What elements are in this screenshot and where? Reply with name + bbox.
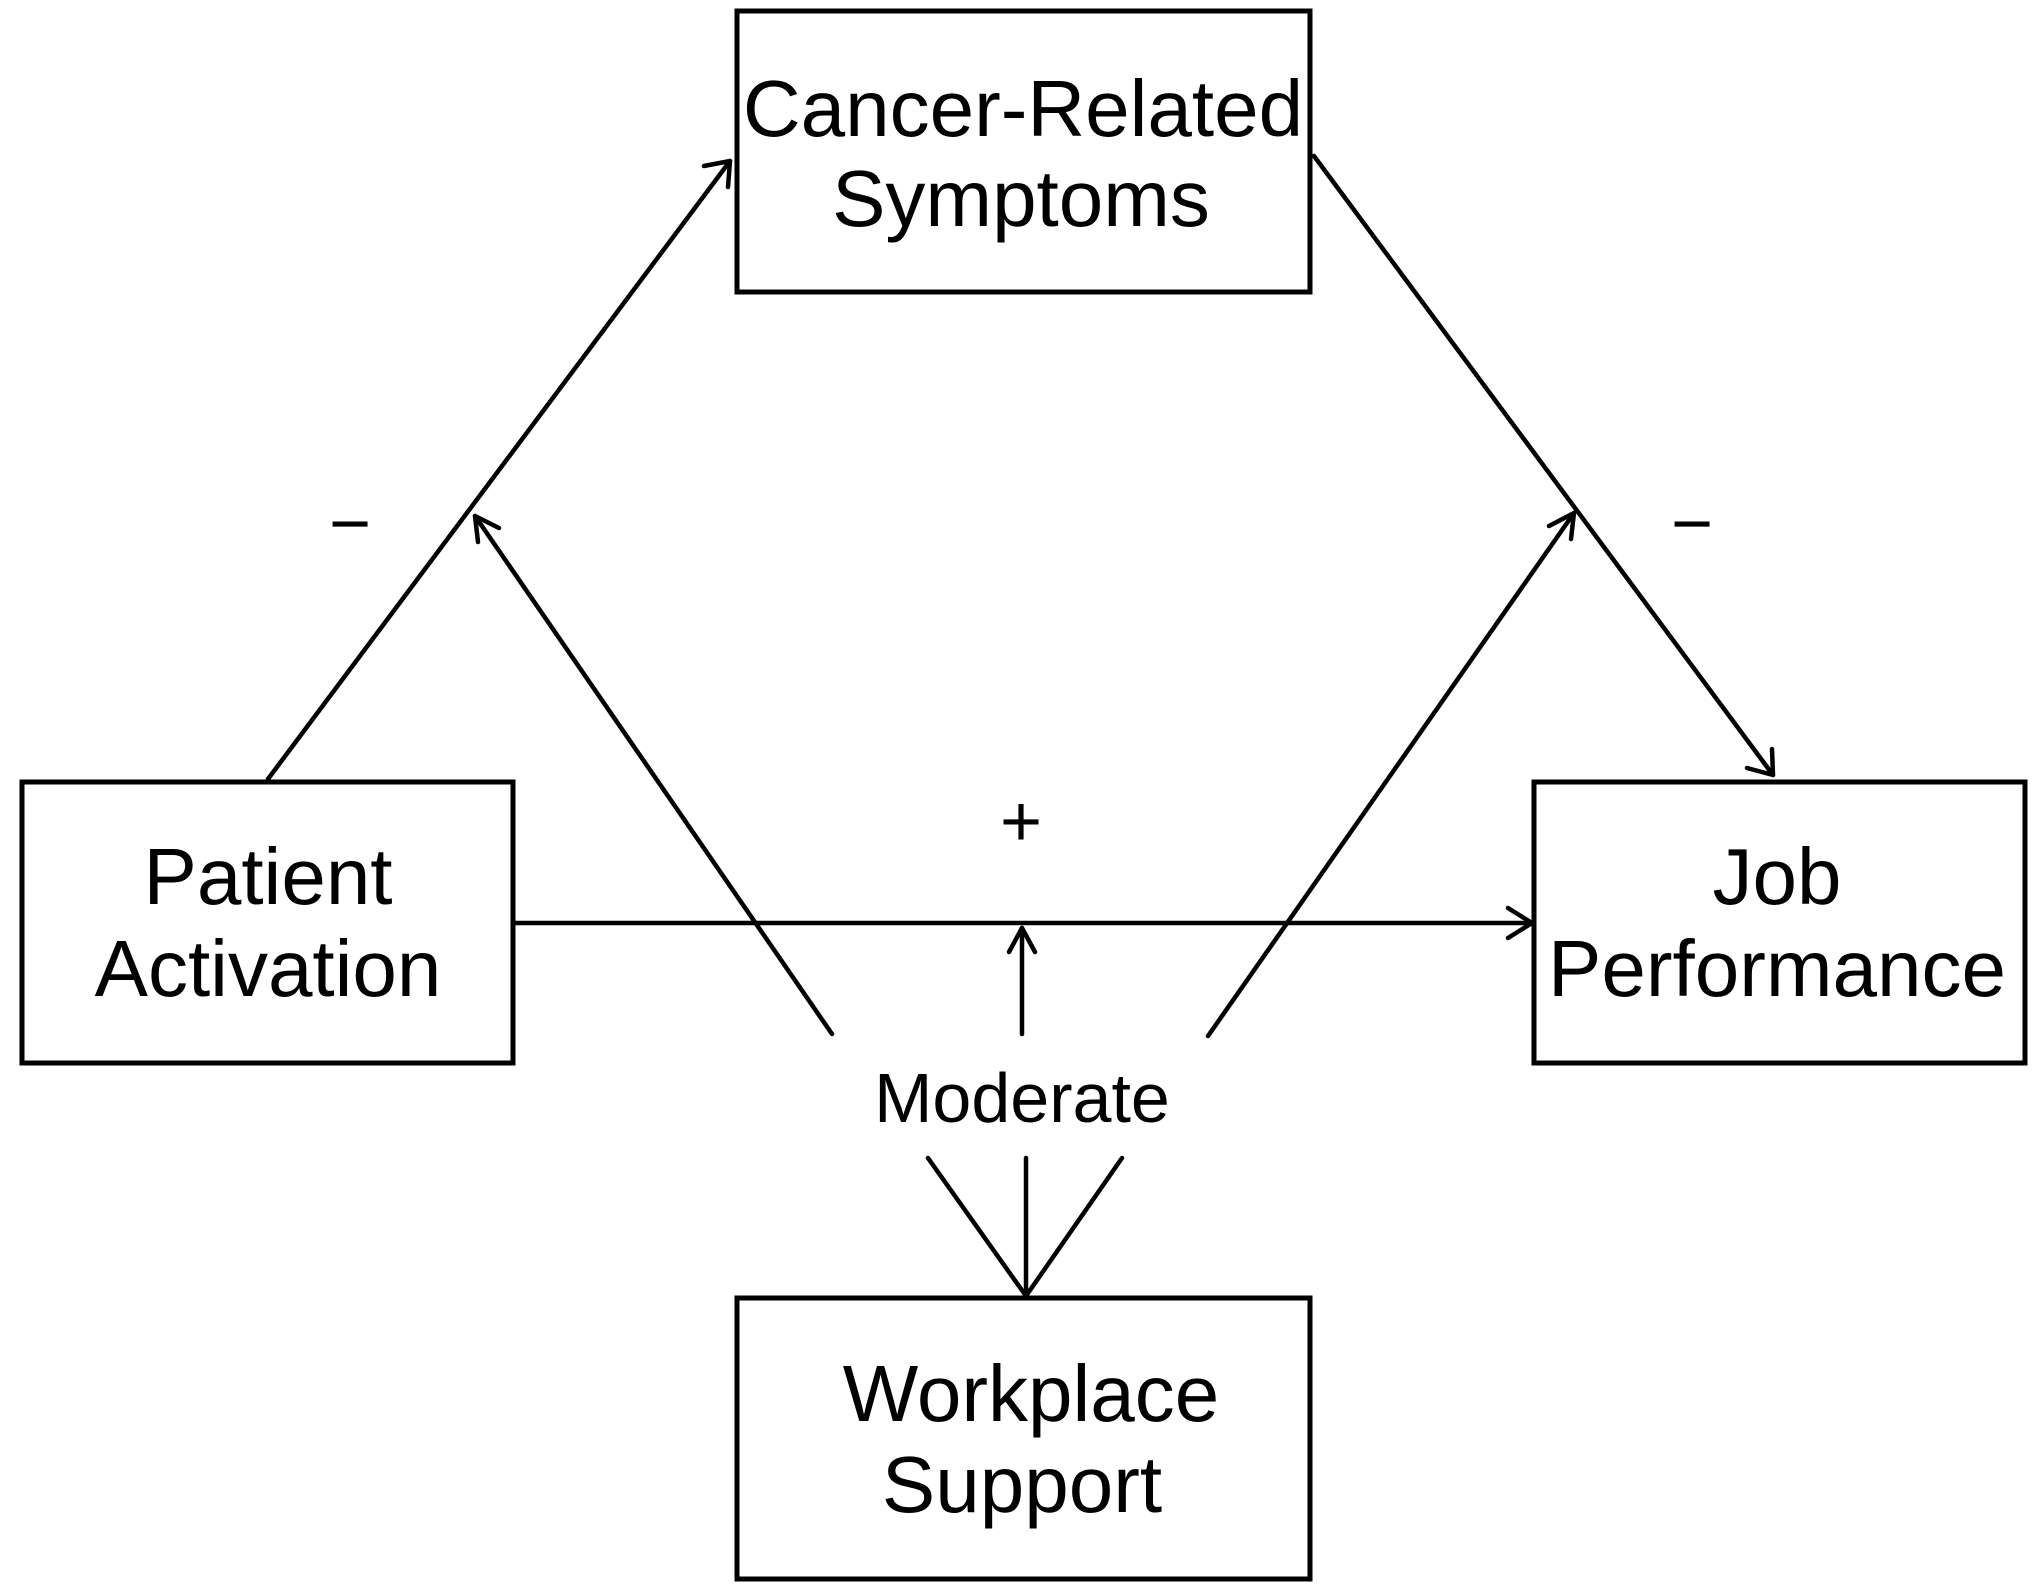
arrowhead bbox=[472, 513, 502, 545]
support-branch-left bbox=[925, 1155, 1029, 1299]
node-box bbox=[734, 8, 1313, 295]
arrowhead bbox=[701, 158, 733, 190]
edge-activation-to-symptoms bbox=[265, 158, 733, 782]
sign-symptoms-to-performance: − bbox=[1671, 484, 1713, 564]
arrowhead bbox=[1546, 510, 1577, 542]
node-label-line2: Performance bbox=[1548, 924, 2006, 1013]
sign-activation-to-performance: + bbox=[1000, 782, 1042, 862]
node-cancer-related-symptoms: Cancer-Related Symptoms bbox=[734, 8, 1313, 295]
moderation-line-right bbox=[1205, 510, 1577, 1039]
node-job-performance: Job Performance bbox=[1531, 779, 2028, 1066]
node-label-line1: Cancer-Related bbox=[743, 64, 1303, 153]
node-label-line2: Symptoms bbox=[832, 154, 1210, 243]
node-workplace-support: Workplace Support bbox=[734, 1295, 1313, 1582]
node-label-line2: Activation bbox=[95, 924, 442, 1013]
node-box bbox=[1531, 779, 2028, 1066]
arrowhead bbox=[1744, 746, 1776, 778]
node-patient-activation: Patient Activation bbox=[19, 779, 516, 1066]
node-label-line1: Patient bbox=[143, 832, 392, 921]
node-box bbox=[19, 779, 516, 1066]
arrowhead bbox=[1006, 925, 1038, 955]
node-box bbox=[734, 1295, 1313, 1582]
edge-symptoms-to-performance bbox=[1311, 153, 1776, 778]
moderation-line-left bbox=[472, 513, 835, 1037]
support-branch-right bbox=[1023, 1155, 1125, 1299]
node-label-line1: Workplace bbox=[843, 1349, 1219, 1438]
node-label-line2: Support bbox=[882, 1440, 1162, 1529]
moderation-paths bbox=[472, 510, 1577, 1299]
sign-activation-to-symptoms: − bbox=[329, 484, 371, 564]
node-label-line1: Job bbox=[1713, 832, 1842, 921]
moderate-label: Moderate bbox=[874, 1059, 1170, 1137]
